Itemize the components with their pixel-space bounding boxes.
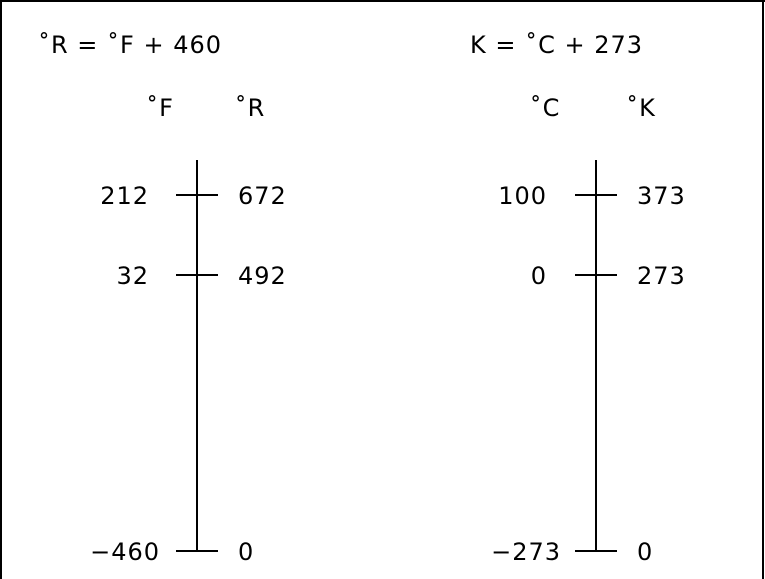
left-formula: ˚R = ˚F + 460: [38, 31, 222, 59]
left-tick-0-b-label: 672: [238, 182, 287, 210]
right-formula: K = ˚C + 273: [470, 31, 643, 59]
left-tick-2-a-label: −460: [90, 538, 160, 566]
left-tick-0-a-label: 212: [100, 182, 149, 210]
left-tick-1-b-label: 492: [238, 262, 287, 290]
left-tick-1-a-label: 32: [116, 262, 149, 290]
right-tick-0-a-label: 100: [498, 182, 547, 210]
left-unit-b-label: ˚R: [235, 94, 266, 122]
left-unit-a-label: ˚F: [146, 94, 174, 122]
right-unit-a-label: ˚C: [530, 94, 561, 122]
right-tick-1-a-label: 0: [531, 262, 547, 290]
right-tick-2-b-label: 0: [637, 538, 653, 566]
right-unit-b-label: ˚K: [626, 94, 656, 122]
left-tick-2-b-label: 0: [238, 538, 254, 566]
right-panel: K = ˚C + 273 ˚C ˚K 100 373 0 273 −273 0: [470, 31, 686, 566]
left-panel: ˚R = ˚F + 460 ˚F ˚R 212 672 32 492 −460 …: [38, 31, 287, 566]
right-tick-2-a-label: −273: [491, 538, 561, 566]
right-tick-0-b-label: 373: [637, 182, 686, 210]
right-tick-1-b-label: 273: [637, 262, 686, 290]
